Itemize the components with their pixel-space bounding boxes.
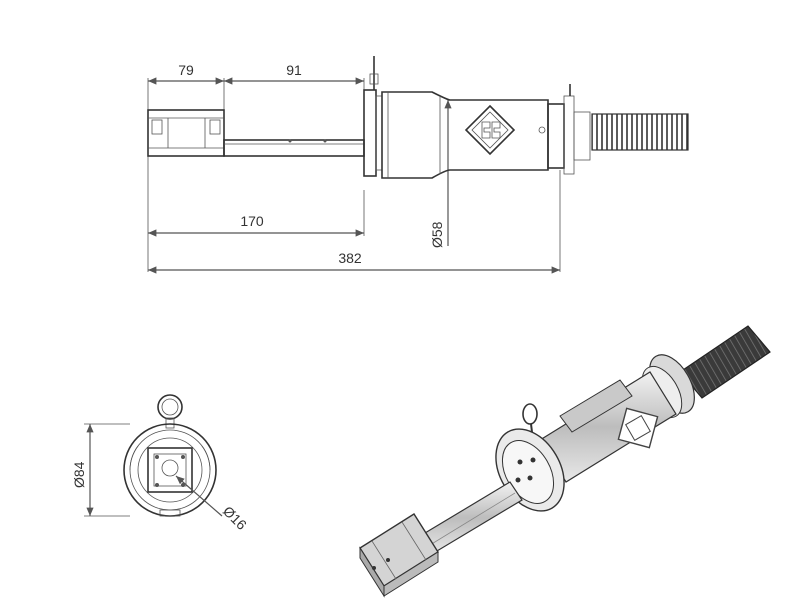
mounting-flange [363, 89, 377, 177]
dim-label-382: 382 [338, 250, 362, 266]
guide-rail [223, 139, 365, 157]
side-elevation-view: 79 91 170 382 Ø58 [147, 56, 689, 274]
cable-bellows [591, 113, 689, 151]
dim-label-91: 91 [286, 62, 302, 78]
carriage-block [147, 109, 225, 157]
rear-ring [547, 103, 565, 169]
lifting-eye-icon [157, 394, 183, 420]
dim-label-d84: Ø84 [71, 461, 87, 488]
main-body [381, 91, 549, 179]
isometric-view [359, 325, 771, 598]
front-end-view: Ø84 Ø16 [71, 394, 250, 533]
iso-lifting-eye-icon [522, 403, 538, 425]
logo-emblem [464, 104, 516, 156]
iso-logo-emblem [617, 407, 659, 449]
dim-label-79: 79 [178, 62, 194, 78]
iso-guide-rail [419, 481, 523, 555]
dim-label-d16: Ø16 [220, 503, 250, 533]
dim-label-170: 170 [240, 213, 264, 229]
dim-label-d58: Ø58 [429, 221, 445, 248]
dim-line-d16 [175, 475, 223, 517]
iso-cable-bellows [679, 325, 771, 399]
